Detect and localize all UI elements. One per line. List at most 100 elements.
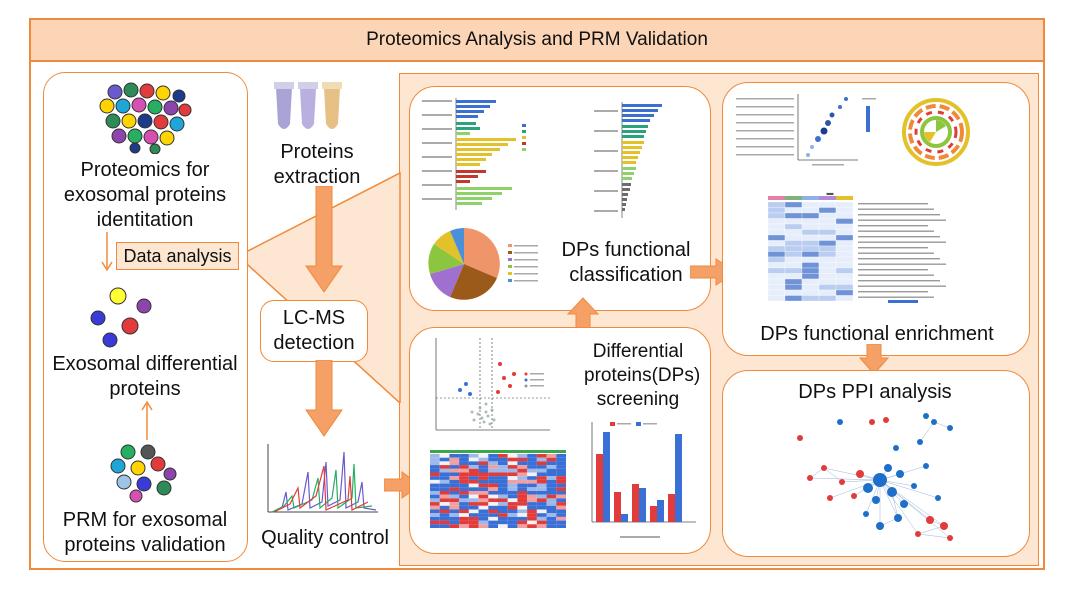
heatmap-cell — [488, 502, 498, 506]
heatmap-cell — [478, 457, 489, 462]
heatmap-cell — [507, 483, 518, 488]
heatmap-cell — [488, 461, 498, 466]
heatmap-cell — [527, 494, 537, 499]
heatmap-cell — [556, 479, 566, 484]
heatmap-cell — [517, 494, 528, 499]
kegg-cell — [801, 262, 820, 269]
heatmap-cell — [507, 516, 518, 521]
heatmap-cell — [546, 476, 557, 480]
heatmap-cell — [459, 509, 469, 514]
heatmap-cell — [468, 498, 479, 503]
heatmap-cell — [536, 520, 547, 525]
heatmap-cell — [478, 465, 489, 469]
ppi-node — [931, 419, 937, 425]
heatmap-cell — [536, 505, 547, 510]
heatmap-cell — [449, 472, 460, 477]
kegg-group-bar — [819, 196, 836, 200]
kegg-cell — [801, 284, 820, 291]
heatmap-cell — [430, 454, 440, 458]
ppi-node — [947, 425, 953, 431]
heatmap-cell — [517, 491, 528, 495]
heatmap-cell — [556, 498, 566, 503]
kegg-cell — [784, 212, 803, 219]
kegg-cell — [835, 240, 854, 247]
heatmap-cell — [488, 468, 498, 473]
ppi-node — [863, 483, 873, 493]
heatmap-cell — [536, 461, 547, 466]
heatmap-cell — [478, 498, 489, 503]
kegg-cell — [818, 240, 837, 247]
heatmap-cell — [459, 487, 469, 491]
heatmap-cell — [556, 472, 566, 477]
heatmap-cell — [507, 461, 518, 466]
heatmap-cell — [546, 487, 557, 491]
heatmap-cell — [498, 468, 508, 473]
kegg-cell — [835, 223, 854, 230]
ppi-node — [872, 496, 880, 504]
kegg-cell — [818, 207, 837, 214]
heatmap-cell — [449, 457, 460, 462]
heatmap-cell — [498, 483, 508, 488]
heatmap-cell — [498, 479, 508, 484]
heatmap-cell — [430, 516, 440, 521]
kegg-row-label — [858, 285, 946, 287]
heatmap-cell — [468, 476, 479, 480]
ppi-panel — [722, 370, 1030, 557]
kegg-row-label — [858, 252, 934, 254]
heatmap-cell — [527, 498, 537, 503]
heatmap-cell — [488, 509, 498, 514]
heatmap-cell — [527, 465, 537, 469]
kegg-cell — [768, 212, 786, 219]
heatmap-cell — [459, 524, 469, 528]
heatmap-cell — [430, 472, 440, 477]
arrow-down-1 — [305, 186, 343, 293]
heatmap-cell — [430, 513, 440, 517]
ppi-node — [884, 464, 892, 472]
heatmap-cell — [536, 468, 547, 473]
protein-tubes-icon — [274, 82, 342, 129]
kegg-cell — [784, 267, 803, 274]
kegg-cell — [768, 207, 786, 214]
ppi-node — [863, 511, 869, 517]
heatmap-cell — [546, 483, 557, 488]
kegg-cell — [784, 289, 803, 296]
heatmap-cell — [527, 502, 537, 506]
heatmap-cell — [478, 461, 489, 466]
heatmap-cell — [546, 494, 557, 499]
heatmap-cell — [468, 502, 479, 506]
heatmap-cell — [478, 513, 489, 517]
heatmap-cell — [468, 513, 479, 517]
heatmap-cell — [498, 513, 508, 517]
ppi-node — [883, 417, 889, 423]
heatmap-cell — [536, 472, 547, 477]
kegg-cell — [801, 267, 820, 274]
heatmap-cell — [556, 509, 566, 514]
ppi-node — [837, 419, 843, 425]
heatmap-cell — [507, 487, 518, 491]
heatmap-cell — [439, 505, 450, 510]
kegg-cell — [801, 251, 820, 258]
heatmap-cell — [488, 494, 498, 499]
heatmap-cell — [449, 509, 460, 514]
heatmap-cell — [527, 483, 537, 488]
heatmap-cell — [449, 498, 460, 503]
heatmap-cell — [536, 513, 547, 517]
kegg-group-bar — [836, 196, 853, 200]
heatmap-cell — [546, 491, 557, 495]
qc-chromatogram-chart — [267, 444, 378, 513]
extraction-label: Proteins extraction — [273, 141, 361, 188]
heatmap-cell — [517, 479, 528, 484]
heatmap-cell — [430, 494, 440, 499]
volcano-plot — [435, 338, 550, 431]
kegg-cell — [835, 289, 854, 296]
heatmap-cell — [439, 520, 450, 525]
kegg-cell — [818, 278, 837, 285]
heatmap-cell — [546, 509, 557, 514]
heatmap-cell — [517, 505, 528, 510]
heatmap-cell — [507, 479, 518, 484]
heatmap-cell — [478, 483, 489, 488]
heatmap-cell — [517, 472, 528, 477]
ppi-node — [839, 479, 845, 485]
heatmap-cell — [488, 487, 498, 491]
heatmap-cell — [556, 494, 566, 499]
